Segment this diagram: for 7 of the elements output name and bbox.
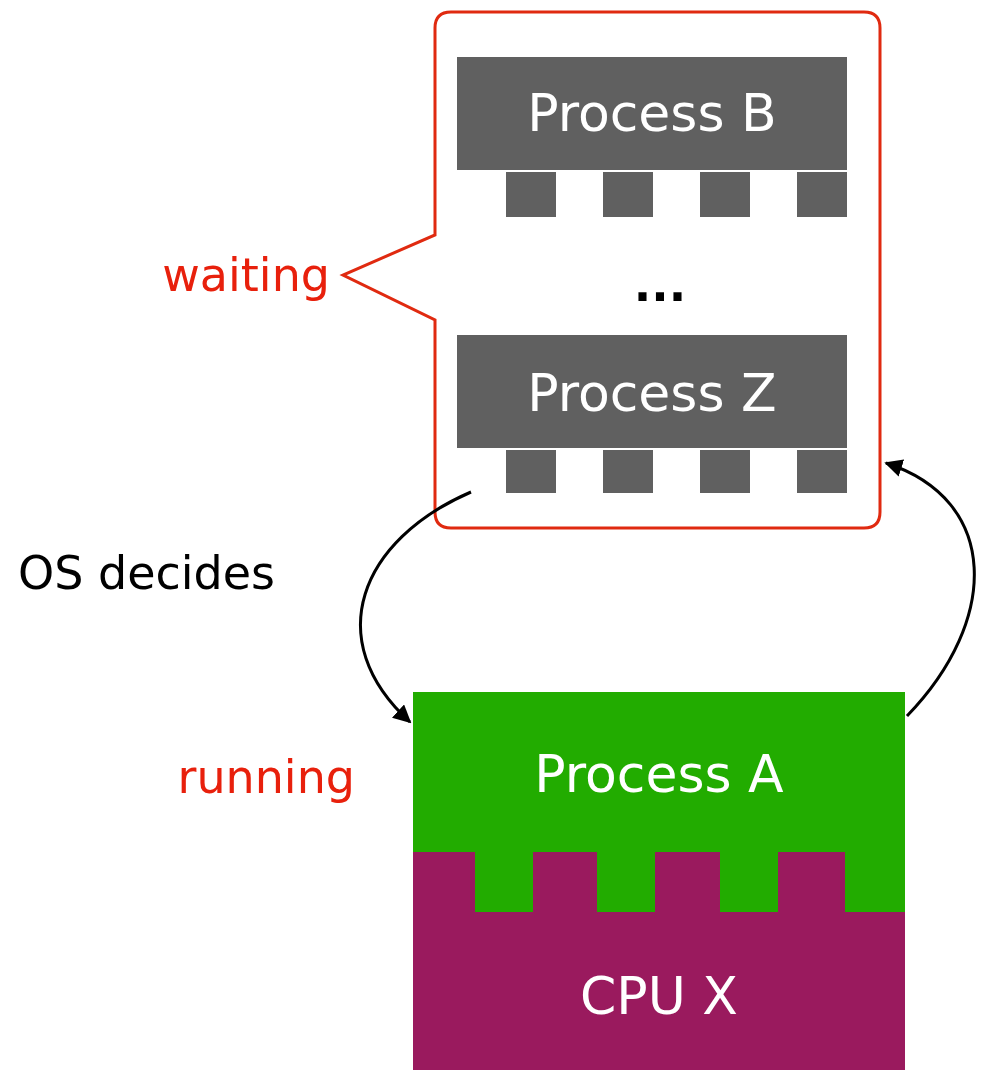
ellipsis: ... — [632, 262, 688, 308]
process-label: CPU X — [579, 970, 739, 1022]
curved-arrow — [884, 460, 976, 717]
process-label: Process Z — [526, 367, 778, 419]
process-label: Process A — [533, 748, 785, 800]
process-label: Process B — [526, 87, 778, 139]
curved-arrow — [359, 490, 472, 724]
